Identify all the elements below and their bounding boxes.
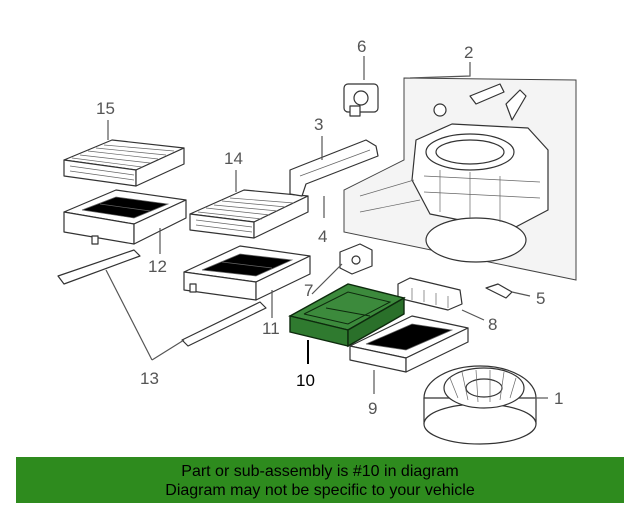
part-6-actuator[interactable] [343, 83, 379, 117]
part-15-filter-element[interactable] [63, 139, 185, 187]
callout-12: 12 [148, 257, 167, 276]
part-11-filter-frame[interactable] [183, 245, 311, 301]
part-12-filter-frame[interactable] [63, 189, 187, 245]
callout-7: 7 [304, 281, 313, 300]
part-1-blower-motor[interactable] [423, 365, 537, 445]
part-9-filter-frame[interactable] [349, 315, 469, 373]
callout-2: 2 [464, 43, 473, 62]
banner-line-2: Diagram may not be specific to your vehi… [165, 482, 475, 499]
callout-14: 14 [224, 149, 243, 168]
callout-4: 4 [318, 227, 327, 246]
leader-lines [105, 56, 548, 399]
part-7-connector[interactable] [339, 243, 373, 275]
banner-line-1: Part or sub-assembly is #10 in diagram [181, 463, 459, 480]
part-10-filter-case-highlighted[interactable] [288, 283, 406, 348]
callout-15: 15 [96, 99, 115, 118]
callout-9: 9 [368, 399, 377, 418]
part-2-blower-housing[interactable] [343, 77, 577, 281]
part-8-resistor[interactable] [397, 277, 463, 311]
callout-1: 1 [554, 389, 563, 408]
callout-8: 8 [488, 315, 497, 334]
callout-5: 5 [536, 289, 545, 308]
part-13-rail[interactable] [57, 249, 267, 347]
callout-11: 11 [262, 319, 280, 338]
callout-6: 6 [357, 37, 366, 56]
callout-10: 10 [296, 371, 315, 390]
part-5-clip[interactable] [485, 283, 513, 299]
part-14-filter-element[interactable] [189, 189, 309, 239]
info-banner: Part or sub-assembly is #10 in diagram D… [16, 457, 624, 503]
callout-3: 3 [314, 115, 323, 134]
callout-13: 13 [140, 369, 159, 388]
